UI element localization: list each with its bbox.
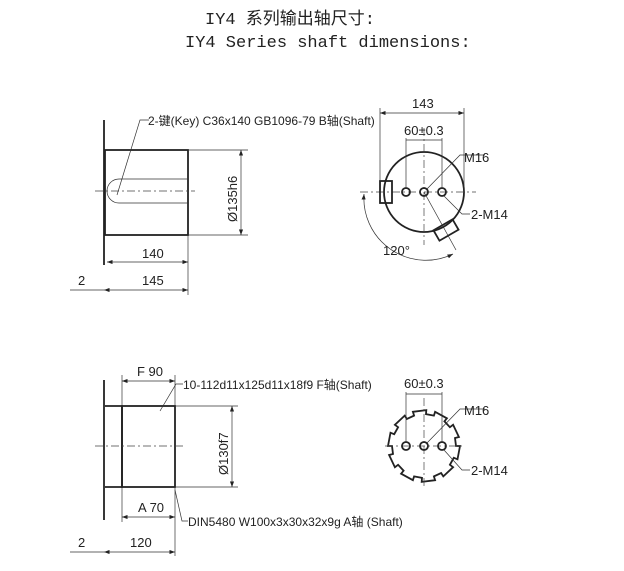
width-143: 143 xyxy=(412,96,434,111)
m16-label: M16 xyxy=(464,150,489,165)
length-145: 145 xyxy=(142,273,164,288)
length-120: 120 xyxy=(130,535,152,550)
hole-spacing: 60±0.3 xyxy=(404,123,444,138)
m14-label-fa: 2-M14 xyxy=(471,463,508,478)
m14-label: 2-M14 xyxy=(471,207,508,222)
fa-shaft-end-view: 60±0.3 M16 2-M14 xyxy=(385,376,508,488)
b-shaft-side-view: 2-键(Key) C36x140 GB1096-79 B轴(Shaft) Ø13… xyxy=(70,113,375,295)
length-f90: F 90 xyxy=(137,364,163,379)
fa-shaft-side-view: F 90 10-112d11x125d11x18f9 F轴(Shaft) Ø13… xyxy=(70,364,403,556)
spline-a-label: DIN5480 W100x3x30x32x9g A轴 (Shaft) xyxy=(188,514,403,529)
length-140: 140 xyxy=(142,246,164,261)
spline-f-label: 10-112d11x125d11x18f9 F轴(Shaft) xyxy=(183,377,372,392)
diameter-label-fa: Ø130f7 xyxy=(216,432,231,475)
length-a70: A 70 xyxy=(138,500,164,515)
b-shaft-end-view: 143 60±0.3 M16 2-M14 120° xyxy=(360,96,508,261)
flange-offset: 2 xyxy=(78,273,85,288)
key-label: 2-键(Key) C36x140 GB1096-79 B轴(Shaft) xyxy=(148,113,375,128)
diameter-label: Ø135h6 xyxy=(225,176,240,222)
title-chinese: IY4 系列输出轴尺寸: xyxy=(205,9,375,30)
m16-label-fa: M16 xyxy=(464,403,489,418)
title-english: IY4 Series shaft dimensions: xyxy=(185,34,471,53)
angle-label: 120° xyxy=(383,243,410,258)
flange-offset-fa: 2 xyxy=(78,535,85,550)
hole-spacing-fa: 60±0.3 xyxy=(404,376,444,391)
